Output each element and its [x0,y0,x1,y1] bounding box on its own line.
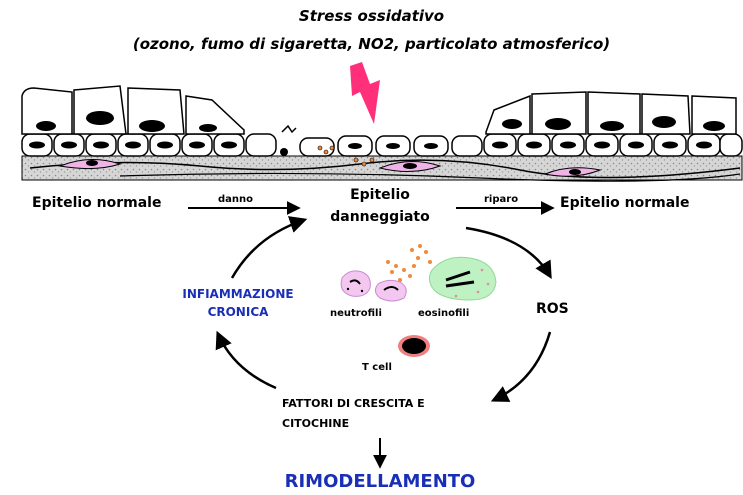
neutrophil-icon [341,271,406,301]
label-inflammation-line2: CRONICA [158,306,318,319]
eosinophil-icon [429,257,496,300]
label-eosinophils: eosinofili [418,308,469,319]
label-damaged-epithelium-line1: Epitelio [300,188,460,203]
cycle-arrow-top-left [232,220,304,278]
label-t-cell: T cell [362,362,392,373]
label-damaged-epithelium-line2: danneggiato [300,210,460,225]
t-cell-icon [398,335,430,357]
label-damage: danno [218,194,253,205]
label-normal-epithelium-right: Epitelio normale [560,196,689,211]
label-factors-line2: CITOCHINE [282,418,349,430]
cycle-arrow-bottom-right [494,332,550,400]
label-normal-epithelium-left: Epitelio normale [32,196,161,211]
label-neutrophils: neutrofili [330,308,382,319]
lightning-icon [350,62,380,124]
basal-cells-left [22,134,276,156]
label-ros: ROS [536,302,569,317]
label-repair: riparo [484,194,518,205]
label-remodeling: RIMODELLAMENTO [230,472,530,492]
title-line-1: Stress ossidativo [0,8,743,25]
cycle-arrow-bottom-left [218,334,276,388]
title-line-2: (ozono, fumo di sigaretta, NO2, particol… [0,36,743,53]
granules [386,244,432,282]
label-factors-line1: FATTORI DI CRESCITA E [282,398,425,410]
label-inflammation-line1: INFIAMMAZIONE [158,288,318,301]
